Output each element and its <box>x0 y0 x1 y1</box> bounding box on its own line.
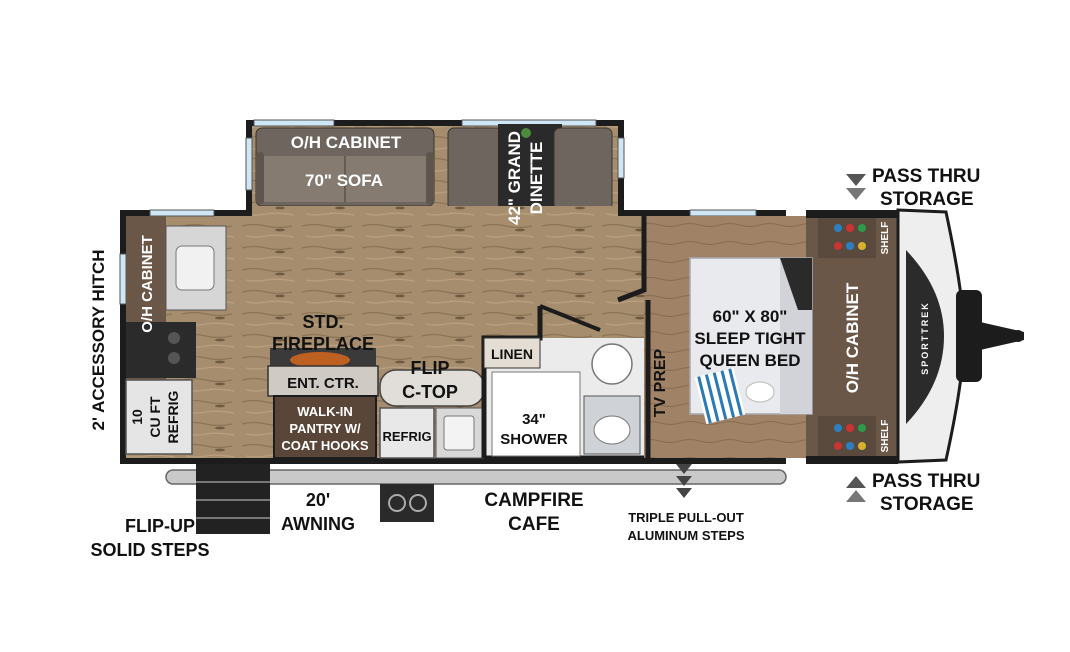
arrow-up-icon <box>846 490 866 502</box>
triple-pull-out-steps <box>676 464 692 498</box>
window <box>617 137 625 179</box>
window <box>253 119 335 127</box>
queen-bed <box>689 257 813 425</box>
flip-steps-label-line2: SOLID STEPS <box>90 540 209 560</box>
window <box>245 137 253 191</box>
linen-label: LINEN <box>491 346 533 362</box>
shelf-top-label: SHELF <box>880 222 891 255</box>
flip-ctop-label-line2: C-TOP <box>402 382 458 402</box>
window <box>689 209 757 217</box>
flip-ctop-label-line1: FLIP <box>411 358 450 378</box>
entertainment-center <box>267 365 379 397</box>
bed-label-line1: 60" X 80" <box>713 307 788 326</box>
triple-steps-label-line2: ALUMINUM STEPS <box>628 528 745 543</box>
ent-ctr-label: ENT. CTR. <box>287 375 359 392</box>
bed-label-line2: SLEEP TIGHT <box>694 329 806 348</box>
oh-cabinet-left-label: O/H CABINET <box>139 235 156 333</box>
pass-thru-top-line2: STORAGE <box>880 189 974 210</box>
shower-label-line2: SHOWER <box>500 431 568 448</box>
front-cap <box>896 208 1024 464</box>
bedroom <box>617 208 1024 464</box>
arrow-down-icon <box>846 174 866 186</box>
flip-steps-label-line1: FLIP-UP <box>125 516 195 536</box>
pantry-label-line3: COAT HOOKS <box>281 438 368 453</box>
pass-thru-bottom-line2: STORAGE <box>880 494 974 515</box>
shower-label-line1: 34" <box>522 411 546 428</box>
pillow <box>745 381 775 403</box>
window <box>119 253 127 305</box>
tv-prep-label: TV PREP <box>652 348 669 417</box>
bed-label-line3: QUEEN BED <box>699 351 800 370</box>
awning-label-line1: 20' <box>306 490 330 510</box>
arrow-up-icon <box>846 476 866 488</box>
fireplace-label-line2: FIREPLACE <box>272 334 374 354</box>
sofa <box>255 127 435 207</box>
storage-shelf-top <box>818 218 876 258</box>
refrig-10cuft-label-line1: 10 <box>129 409 145 425</box>
triple-steps-label-line1: TRIPLE PULL-OUT <box>628 510 744 525</box>
shelf-bottom-label: SHELF <box>880 420 891 453</box>
pantry-label-line2: PANTRY W/ <box>289 421 361 436</box>
oh-cabinet-top-label: O/H CABINET <box>291 133 402 152</box>
slide-out <box>245 119 625 232</box>
toilet <box>591 343 633 385</box>
plant-icon <box>521 128 531 138</box>
campfire-cafe-grill <box>380 484 434 522</box>
arrow-down-icon <box>846 188 866 200</box>
brand-logo-text: SPORTTREK <box>920 301 930 375</box>
dinette-label-line2: DINETTE <box>527 142 546 215</box>
campfire-label-line1: CAMPFIRE <box>484 490 583 511</box>
linen-closet <box>483 337 541 369</box>
oh-cabinet-bed-label: O/H CABINET <box>843 282 862 393</box>
refrig-10cuft-label-line3: REFRIG <box>165 390 181 443</box>
pantry-label-line1: WALK-IN <box>297 404 353 419</box>
refrigerator-small <box>379 407 435 459</box>
fireplace-label-line1: STD. <box>302 312 343 332</box>
awning <box>165 469 787 485</box>
refrig-small-label: REFRIG <box>382 429 431 444</box>
refrig-10cuft-label-line2: CU FT <box>147 396 163 438</box>
rear-kitchen <box>125 216 485 459</box>
pass-thru-bottom-line1: PASS THRU <box>872 471 980 492</box>
storage-shelf-bottom <box>818 416 876 456</box>
pass-thru-top-line1: PASS THRU <box>872 166 980 187</box>
awning-label-line2: AWNING <box>281 514 355 534</box>
window <box>149 209 215 217</box>
striped-towel <box>694 367 746 425</box>
campfire-label-line2: CAFE <box>508 514 560 535</box>
walk-in-pantry <box>273 395 377 459</box>
refrigerator-10cuft <box>125 379 193 455</box>
accessory-hitch-label: 2' ACCESSORY HITCH <box>89 250 108 431</box>
dinette-label-line1: 42" GRAND <box>505 131 524 225</box>
sofa-label: 70" SOFA <box>305 171 383 190</box>
flip-up-steps <box>196 464 270 534</box>
shower <box>491 371 581 457</box>
bathroom <box>481 304 644 461</box>
